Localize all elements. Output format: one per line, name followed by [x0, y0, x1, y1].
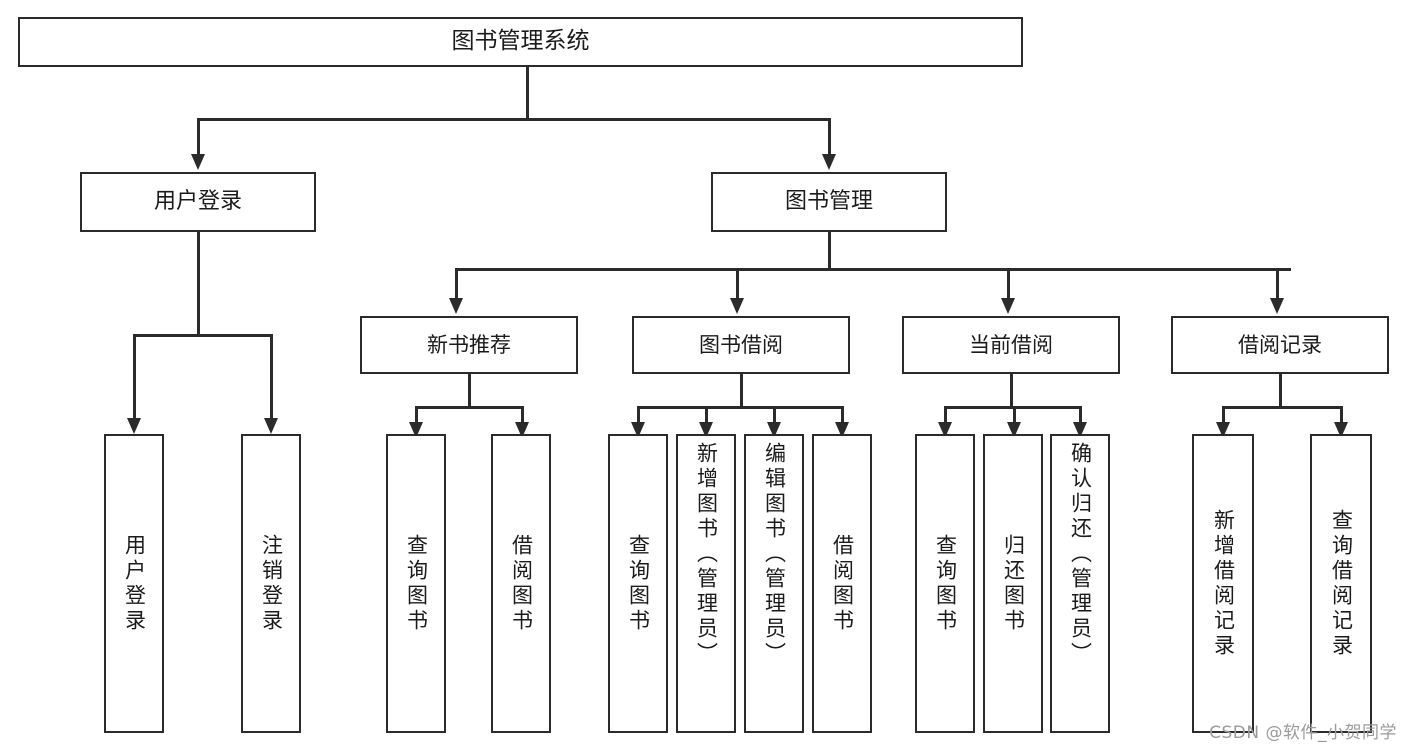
- connector-to-current-borrow: [1007, 268, 1010, 300]
- arrowhead-to-new-book: [449, 298, 463, 314]
- node-label: 归还图书: [1001, 533, 1026, 634]
- connector-borrow-record-stem: [1279, 374, 1282, 408]
- node-label: 图书借阅: [699, 332, 783, 357]
- connector-to-current-confirm: [1079, 406, 1082, 426]
- connector-book-mgmt-stem: [828, 232, 831, 270]
- connector-book-borrow-stem: [740, 374, 743, 408]
- node-label: 用户登录: [153, 189, 242, 215]
- node-label: 图书管理系统: [451, 28, 590, 55]
- node-label: 编辑图书（管理员）: [762, 442, 787, 667]
- connector-to-book-mgmt: [828, 118, 831, 156]
- node-label: 注销登录: [259, 533, 284, 634]
- node-label: 确认归还（管理员）: [1068, 442, 1093, 667]
- node-book-management[interactable]: 图书管理: [711, 172, 947, 232]
- arrowhead-to-book-borrow: [730, 298, 744, 314]
- node-label: 查询图书: [933, 533, 958, 634]
- node-label: 新增图书（管理员）: [694, 442, 719, 667]
- connector-to-borrow-add: [705, 406, 708, 426]
- node-label: 新书推荐: [427, 332, 511, 357]
- connector-to-current-query: [944, 406, 947, 426]
- connector-to-user-login: [197, 118, 200, 156]
- leaf-current-return-book[interactable]: 归还图书: [983, 434, 1043, 733]
- connector-user-login-bar: [134, 334, 272, 337]
- connector-user-login-stem: [197, 232, 200, 336]
- node-new-book-recommend[interactable]: 新书推荐: [360, 316, 578, 374]
- node-borrow-record[interactable]: 借阅记录: [1171, 316, 1389, 374]
- connector-new-book-stem: [468, 374, 471, 408]
- arrowhead-to-logout-leaf: [264, 418, 278, 434]
- connector-to-book-borrow: [736, 268, 739, 300]
- node-book-borrow[interactable]: 图书借阅: [632, 316, 850, 374]
- connector-current-borrow-stem: [1010, 374, 1013, 408]
- leaf-borrow-lend-book[interactable]: 借阅图书: [812, 434, 872, 733]
- connector-to-newbook-borrow: [521, 406, 524, 426]
- leaf-user-login[interactable]: 用户登录: [104, 434, 164, 733]
- node-label: 借阅记录: [1238, 332, 1322, 357]
- watermark-text: CSDN @软件_小贺同学: [1209, 723, 1397, 743]
- leaf-current-query-book[interactable]: 查询图书: [915, 434, 975, 733]
- connector-level1-bar: [198, 118, 831, 121]
- connector-to-borrow-query: [637, 406, 640, 426]
- leaf-newbook-borrow-book[interactable]: 借阅图书: [491, 434, 551, 733]
- node-label: 查询借阅记录: [1329, 508, 1354, 659]
- connector-to-record-add: [1222, 406, 1225, 426]
- connector-to-borrow-record: [1276, 268, 1279, 300]
- connector-borrow-record-bar: [1223, 406, 1342, 409]
- leaf-current-confirm-return-admin[interactable]: 确认归还（管理员）: [1050, 434, 1110, 733]
- node-label: 借阅图书: [830, 533, 855, 634]
- leaf-newbook-query-book[interactable]: 查询图书: [386, 434, 446, 733]
- connector-level2-bar: [456, 268, 1291, 271]
- leaf-borrow-edit-book-admin[interactable]: 编辑图书（管理员）: [744, 434, 804, 733]
- node-label: 新增借阅记录: [1211, 508, 1236, 659]
- node-label: 借阅图书: [509, 533, 534, 634]
- leaf-borrow-add-book-admin[interactable]: 新增图书（管理员）: [676, 434, 736, 733]
- node-label: 图书管理: [784, 189, 873, 215]
- node-current-borrow[interactable]: 当前借阅: [902, 316, 1120, 374]
- arrowhead-to-borrow-record: [1270, 298, 1284, 314]
- node-label: 当前借阅: [969, 332, 1053, 357]
- node-label: 用户登录: [122, 533, 147, 634]
- connector-new-book-bar: [416, 406, 522, 409]
- leaf-borrow-query-book[interactable]: 查询图书: [608, 434, 668, 733]
- node-label: 查询图书: [626, 533, 651, 634]
- connector-to-new-book: [455, 268, 458, 300]
- node-label: 查询图书: [404, 533, 429, 634]
- connector-to-current-return: [1013, 406, 1016, 426]
- arrowhead-to-book-mgmt: [822, 154, 836, 170]
- connector-to-borrow-edit: [773, 406, 776, 426]
- arrowhead-to-user-login: [191, 154, 205, 170]
- connector-to-borrow-lend: [841, 406, 844, 426]
- leaf-user-logout[interactable]: 注销登录: [241, 434, 301, 733]
- connector-to-login-leaf: [133, 334, 136, 420]
- node-root-system[interactable]: 图书管理系统: [18, 17, 1023, 67]
- arrowhead-to-current-borrow: [1001, 298, 1015, 314]
- arrowhead-to-login-leaf: [127, 418, 141, 434]
- node-user-login[interactable]: 用户登录: [80, 172, 316, 232]
- connector-book-borrow-bar: [638, 406, 843, 409]
- connector-to-logout-leaf: [270, 334, 273, 420]
- connector-root-stem: [526, 67, 529, 119]
- connector-to-newbook-query: [415, 406, 418, 426]
- leaf-record-query[interactable]: 查询借阅记录: [1310, 434, 1372, 733]
- connector-to-record-query: [1340, 406, 1343, 426]
- leaf-record-add[interactable]: 新增借阅记录: [1192, 434, 1254, 733]
